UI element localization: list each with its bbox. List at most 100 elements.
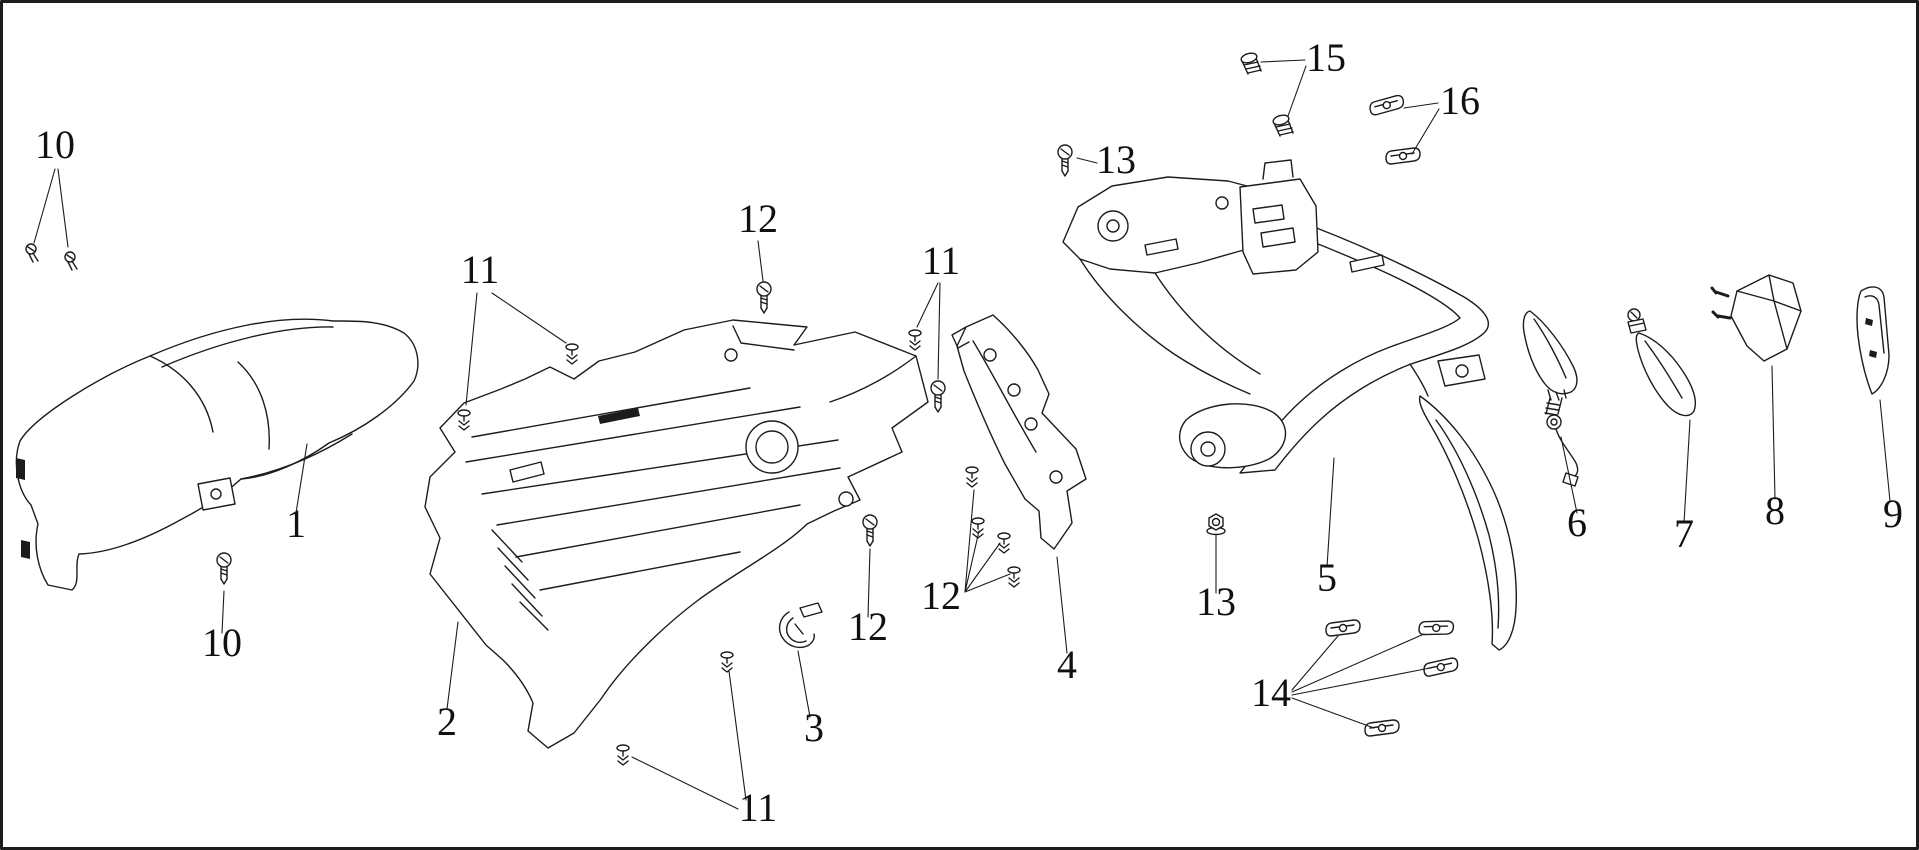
outline: [424, 319, 929, 749]
bulb-socket-inner: [1550, 418, 1558, 426]
outline: [956, 314, 1087, 550]
callout-label-3: 3: [804, 705, 824, 750]
connector-slot: [1630, 311, 1638, 319]
vent-fin: [497, 547, 529, 581]
screw-hole: [724, 348, 738, 362]
fastener-clip-11-e: [720, 651, 734, 673]
contour-line: [972, 340, 1037, 453]
part-4-side-bracket: [951, 314, 1087, 550]
part-8-tail-lamp: [1710, 274, 1802, 362]
fastener-nut-13-bottom: [1206, 513, 1226, 536]
vent-fin: [511, 583, 543, 617]
bulb-socket-outer: [1546, 414, 1562, 430]
callout-label-8: 8: [1765, 488, 1785, 533]
stud: [1710, 286, 1730, 298]
leader-line: [1326, 457, 1335, 568]
leader-line: [631, 670, 747, 810]
fastener-grommet-10-left: [25, 243, 39, 263]
collar: [1627, 318, 1647, 334]
fastener-speednut-14-a: [1325, 619, 1361, 637]
mount-hole: [210, 488, 222, 500]
callout-label-12-a: 12: [738, 196, 778, 241]
leader-line: [867, 548, 871, 618]
plate-slot: [1144, 238, 1179, 256]
fastener-rivet-12-a: [965, 466, 979, 488]
fastener-speednut-16-b: [1385, 147, 1421, 165]
hole: [1024, 417, 1038, 431]
outline: [15, 318, 419, 591]
callout-leader-lines: [33, 59, 1891, 810]
callout-label-12-c: 12: [921, 573, 961, 618]
collar-line: [1629, 322, 1645, 327]
fastener-speednut-14-b: [1417, 617, 1455, 639]
callout-label-11-b: 11: [922, 238, 961, 283]
box-tab: [1262, 159, 1294, 180]
part-5-rear-fender-assembly: [1062, 159, 1517, 651]
fastener-bolt-15-a: [1239, 50, 1262, 75]
rib-line: [515, 504, 801, 558]
tail-bracket-hole: [1455, 364, 1469, 378]
top-tab: [951, 326, 970, 349]
body-top-edge: [1239, 220, 1490, 474]
leader-line: [757, 240, 764, 282]
callout-label-5: 5: [1317, 555, 1337, 600]
vent-fin: [519, 601, 549, 631]
fastener-rivet-12-d: [1007, 566, 1021, 588]
callout-label-6: 6: [1567, 500, 1587, 545]
connector-line: [1409, 363, 1429, 397]
boss-inner: [755, 430, 789, 464]
slot-dark: [598, 408, 640, 424]
lens-body: [1522, 310, 1578, 395]
fastener-screw-12-top: [756, 281, 772, 314]
fastener-speednut-16-a: [1368, 94, 1406, 117]
hole: [983, 348, 997, 362]
callout-label-1: 1: [286, 501, 306, 546]
part-3-clamp: [778, 602, 823, 649]
step-line: [732, 325, 795, 351]
callout-label-11-c: 11: [739, 785, 778, 830]
callout-label-12-b: 12: [848, 604, 888, 649]
callout-label-16: 16: [1440, 78, 1480, 123]
edge-slot: [21, 540, 30, 559]
box-slot: [1252, 204, 1285, 224]
fastener-screw-11-d: [930, 380, 946, 413]
threaded-stem: [1545, 397, 1563, 415]
leader-line: [1879, 399, 1891, 502]
lens-line: [1533, 318, 1567, 379]
outline: [778, 611, 815, 649]
lens-body: [1635, 332, 1697, 417]
tail-blade: [1418, 395, 1517, 651]
callout-label-2: 2: [437, 699, 457, 744]
callout-label-14: 14: [1251, 670, 1291, 715]
leader-line: [33, 168, 69, 248]
fastener-speednut-14-c: [1422, 656, 1460, 678]
leader-line: [221, 590, 225, 634]
arch-line: [1154, 272, 1261, 375]
leader-line: [797, 650, 811, 718]
clip-mark: [1865, 318, 1873, 326]
clip-mark: [1869, 350, 1877, 358]
plate-hole-inner: [1106, 219, 1120, 233]
edge-slot: [16, 458, 25, 480]
slot: [794, 623, 804, 635]
rib-line: [539, 551, 741, 591]
callout-label-10-a: 10: [35, 122, 75, 167]
leader-line: [465, 292, 567, 406]
callout-label-13-a: 13: [1096, 137, 1136, 182]
contour-line: [237, 361, 270, 450]
part-9-reflector: [1856, 286, 1890, 395]
rib-line: [496, 467, 841, 526]
tab: [799, 602, 823, 618]
fastener-clip-11-f: [616, 744, 630, 766]
wire: [1555, 428, 1579, 478]
screw-hole: [838, 491, 854, 507]
callout-label-7: 7: [1674, 511, 1694, 556]
fastener-grommet-10-right: [64, 251, 78, 271]
callout-label-15: 15: [1306, 35, 1346, 80]
leader-line: [295, 443, 308, 514]
facet-line: [1736, 290, 1775, 302]
part-6-turn-signal-front: [1522, 310, 1579, 487]
plate-hole: [1215, 196, 1229, 210]
